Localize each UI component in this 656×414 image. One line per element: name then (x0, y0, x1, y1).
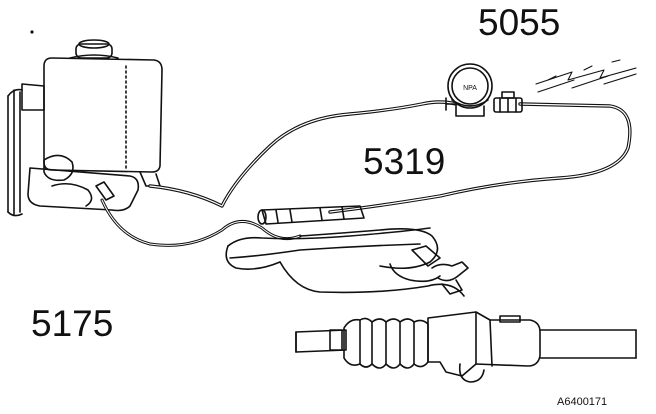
pump-fitting (43, 154, 74, 182)
adapter-5319 (257, 205, 365, 225)
steering-gear-assembly (295, 311, 637, 383)
gauge-valve (493, 91, 523, 113)
hose-lines (100, 100, 632, 297)
gear-feed-line (299, 228, 439, 270)
rack-tube-right (539, 329, 637, 359)
reservoir-cap (69, 39, 119, 59)
callout-5319: 5319 (363, 141, 446, 182)
gauge-dial (447, 63, 493, 109)
bellows-boot (343, 317, 429, 369)
callout-5175: 5175 (31, 303, 114, 344)
flow-arrow-hatching (535, 59, 637, 93)
reservoir-body (43, 57, 163, 173)
reference-code: A6400171 (557, 396, 608, 408)
pump-body (27, 167, 140, 212)
tie-rod-left (295, 329, 347, 353)
callout-5055: 5055 (478, 2, 561, 43)
reservoir-pump-assembly (7, 39, 163, 217)
pump-pulley (7, 83, 45, 217)
gear-housing (427, 311, 541, 377)
pressure-gauge-5055 (445, 63, 523, 117)
stray-dot (30, 30, 34, 34)
